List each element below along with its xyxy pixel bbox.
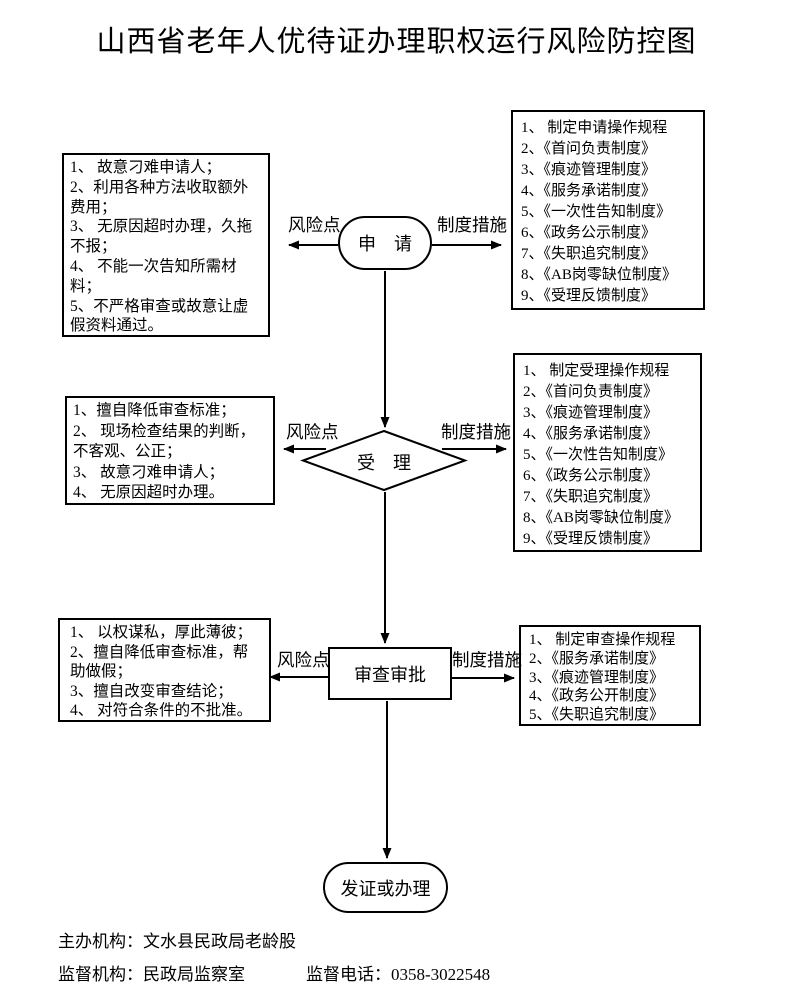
list-item: 5、《失职追究制度》 bbox=[529, 707, 665, 724]
list-item: 9、《受理反馈制度》 bbox=[521, 288, 657, 304]
list-item: 1、 故意刁难申请人； bbox=[70, 159, 222, 176]
measure-box-accept: 1、 制定受理操作规程 2、《首问负责制度》 3、《痕迹管理制度》 4、《服务承… bbox=[513, 353, 702, 552]
organizer-line: 主办机构：文水县民政局老龄股 bbox=[58, 927, 296, 952]
list-item: 1、 以权谋私，厚此薄彼； bbox=[70, 624, 253, 641]
list-item: 1、 制定受理操作规程 bbox=[523, 363, 670, 379]
list-item: 3、《痕迹管理制度》 bbox=[521, 162, 657, 178]
list-item: 3、 故意刁难申请人； bbox=[73, 463, 225, 481]
risk-box-accept: 1、擅自降低审查标准； 2、 现场检查结果的判断，不客观、公正； 3、 故意刁难… bbox=[65, 396, 275, 505]
measure-box-review: 1、 制定审查操作规程 2、《服务承诺制度》 3、《痕迹管理制度》 4、《政务公… bbox=[519, 625, 701, 726]
list-item: 2、擅自降低审查标准，帮助做假； bbox=[70, 643, 249, 681]
flow-node-issue: 发证或办理 bbox=[323, 862, 448, 913]
list-item: 7、《失职追究制度》 bbox=[521, 246, 657, 262]
risk-box-review: 1、 以权谋私，厚此薄彼； 2、擅自降低审查标准，帮助做假； 3、擅自改变审查结… bbox=[58, 618, 271, 722]
phone-label: 监督电话： bbox=[306, 965, 391, 984]
flow-node-apply: 申 请 bbox=[338, 216, 432, 270]
list-item: 4、 不能一次告知所需材料； bbox=[70, 257, 237, 295]
list-item: 2、《首问负责制度》 bbox=[521, 141, 657, 157]
list-item: 4、《服务承诺制度》 bbox=[523, 426, 659, 442]
list-item: 4、《政务公开制度》 bbox=[529, 688, 665, 705]
risk-point-label-apply: 风险点 bbox=[288, 215, 341, 235]
list-item: 5、《一次性告知制度》 bbox=[521, 204, 672, 220]
supervisor-line: 监督机构：民政局监察室 bbox=[58, 960, 245, 985]
measure-label-review: 制度措施 bbox=[452, 650, 522, 670]
list-item: 1、 制定申请操作规程 bbox=[521, 120, 668, 136]
supervisor-label: 监督机构： bbox=[58, 965, 143, 984]
flow-node-review: 审查审批 bbox=[328, 647, 452, 700]
list-item: 2、利用各种方法收取额外费用； bbox=[70, 178, 249, 216]
organizer-label: 主办机构： bbox=[58, 932, 143, 951]
list-item: 6、《政务公示制度》 bbox=[521, 225, 657, 241]
list-item: 3、《痕迹管理制度》 bbox=[529, 669, 665, 686]
list-item: 2、《首问负责制度》 bbox=[523, 384, 659, 400]
list-item: 3、 无原因超时办理，久拖不报； bbox=[70, 218, 253, 256]
list-item: 4、《服务承诺制度》 bbox=[521, 183, 657, 199]
list-item: 5、不严格审查或故意让虚假资料通过。 bbox=[70, 297, 249, 335]
risk-point-label-accept: 风险点 bbox=[286, 422, 339, 442]
list-item: 4、 无原因超时办理。 bbox=[73, 484, 225, 501]
list-item: 7、《失职追究制度》 bbox=[523, 489, 659, 505]
risk-point-label-review: 风险点 bbox=[277, 650, 330, 670]
organizer-value: 文水县民政局老龄股 bbox=[143, 932, 296, 951]
flow-node-accept: 受 理 bbox=[357, 453, 411, 473]
list-item: 1、 制定审查操作规程 bbox=[529, 632, 676, 648]
page-title: 山西省老年人优待证办理职权运行风险防控图 bbox=[96, 26, 697, 58]
list-item: 1、擅自降低审查标准； bbox=[73, 402, 236, 419]
risk-box-apply: 1、 故意刁难申请人； 2、利用各种方法收取额外费用； 3、 无原因超时办理，久… bbox=[62, 153, 270, 337]
measure-box-apply: 1、 制定申请操作规程 2、《首问负责制度》 3、《痕迹管理制度》 4、《服务承… bbox=[511, 110, 705, 310]
list-item: 2、《服务承诺制度》 bbox=[529, 650, 665, 667]
phone-value: 0358-3022548 bbox=[391, 965, 491, 984]
accept-diamond-shape bbox=[300, 429, 468, 492]
list-item: 8、《AB岗零缺位制度》 bbox=[521, 267, 677, 283]
supervisor-value: 民政局监察室 bbox=[143, 965, 245, 984]
list-item: 8、《AB岗零缺位制度》 bbox=[523, 510, 679, 526]
list-item: 2、 现场检查结果的判断，不客观、公正； bbox=[73, 422, 256, 461]
list-item: 6、《政务公示制度》 bbox=[523, 468, 659, 484]
list-item: 5、《一次性告知制度》 bbox=[523, 447, 674, 463]
measure-label-apply: 制度措施 bbox=[437, 215, 507, 235]
list-item: 4、 对符合条件的不批准。 bbox=[70, 702, 253, 720]
list-item: 3、擅自改变审查结论； bbox=[70, 682, 233, 700]
measure-label-accept: 制度措施 bbox=[441, 422, 511, 442]
phone-line: 监督电话：0358-3022548 bbox=[306, 960, 490, 985]
list-item: 3、《痕迹管理制度》 bbox=[523, 405, 659, 421]
list-item: 9、《受理反馈制度》 bbox=[523, 531, 659, 547]
